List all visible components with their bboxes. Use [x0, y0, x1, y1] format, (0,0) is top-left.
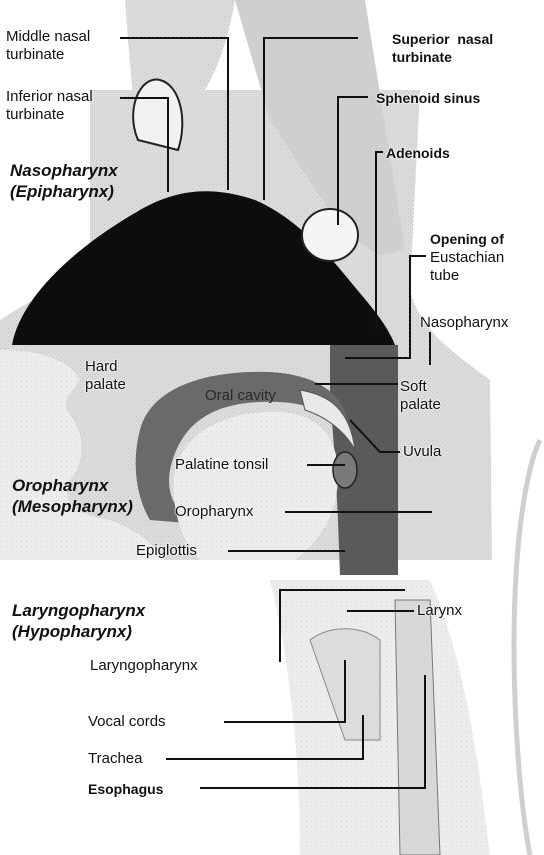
label-hard-palate: Hard palate [85, 358, 126, 394]
label-superior-nasal-turbinate: Superior nasal turbinate [392, 30, 493, 66]
label-nasopharynx: Nasopharynx [420, 314, 508, 332]
sphenoid-sinus-shape [302, 209, 358, 261]
label-epiglottis: Epiglottis [136, 542, 197, 560]
label-uvula: Uvula [403, 443, 441, 461]
label-laryngopharynx: Laryngopharynx [90, 657, 198, 675]
region-nasopharynx-epipharynx: Nasopharynx (Epipharynx) [10, 160, 118, 202]
label-middle-nasal-turbinate: Middle nasal turbinate [6, 28, 90, 64]
label-esophagus: Esophagus [88, 780, 163, 798]
label-soft-palate: Soft palate [400, 378, 441, 414]
posterior-neck-curve [514, 440, 540, 855]
label-adenoids: Adenoids [386, 144, 450, 162]
turbinate-shape [133, 80, 182, 150]
label-oral-cavity: Oral cavity [205, 387, 276, 405]
label-oropharynx: Oropharynx [175, 503, 253, 521]
label-larynx: Larynx [417, 602, 462, 620]
label-sphenoid-sinus: Sphenoid sinus [376, 89, 480, 107]
region-oropharynx-mesopharynx: Oropharynx (Mesopharynx) [12, 475, 133, 517]
label-trachea: Trachea [88, 750, 142, 768]
label-palatine-tonsil: Palatine tonsil [175, 456, 268, 474]
palatine-tonsil-shape [333, 452, 357, 488]
label-vocal-cords: Vocal cords [88, 713, 166, 731]
region-laryngopharynx-hypopharynx: Laryngopharynx (Hypopharynx) [12, 600, 145, 642]
label-inferior-nasal-turbinate: Inferior nasal turbinate [6, 88, 93, 124]
label-opening-of: Opening of [430, 230, 504, 248]
label-eustachian-tube: Eustachian tube [430, 249, 504, 285]
